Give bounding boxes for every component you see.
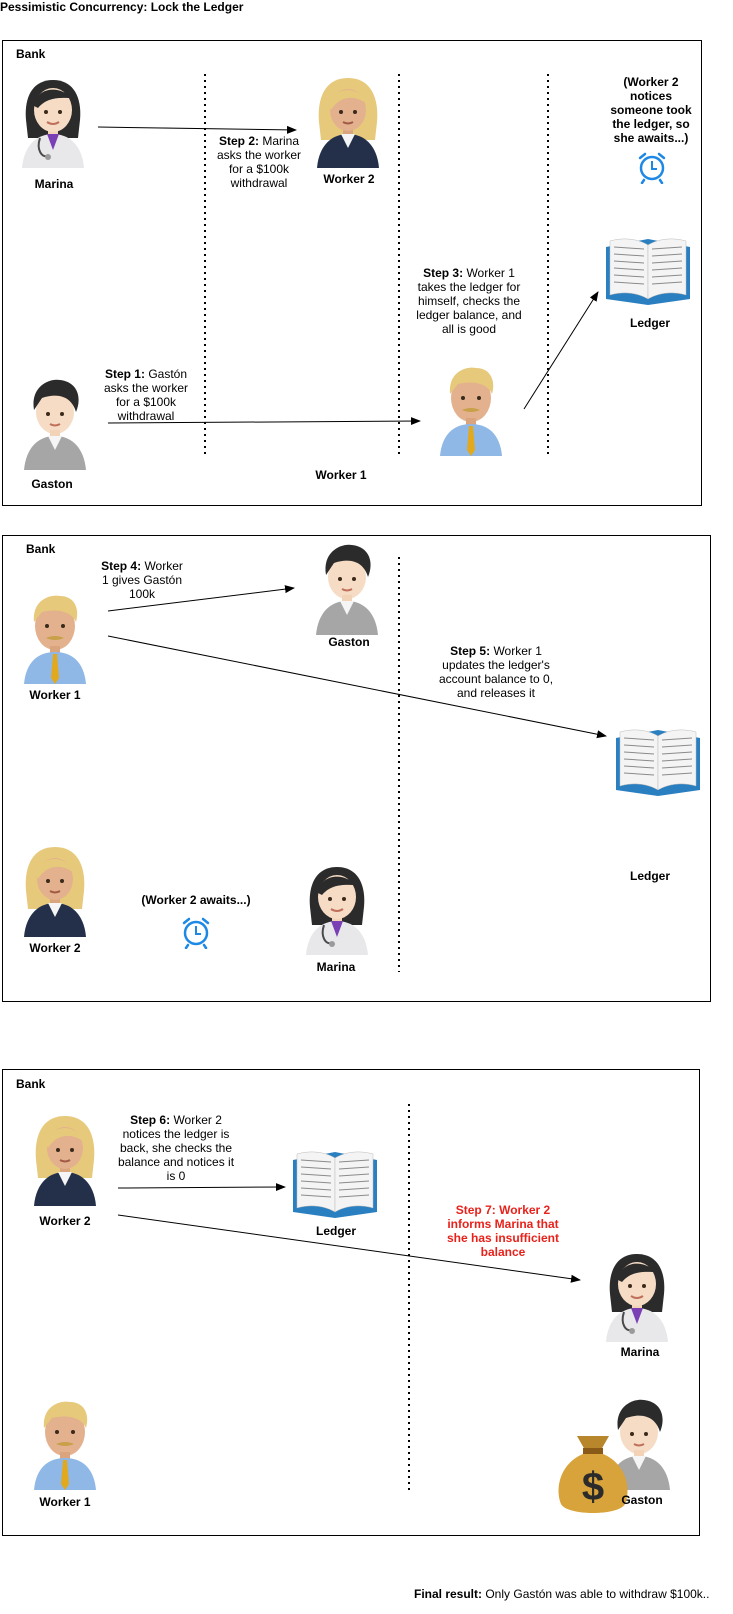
bank-label: Bank	[26, 542, 56, 556]
worker1-figure	[24, 595, 86, 684]
gaston-figure	[23, 378, 87, 470]
gaston-figure	[315, 543, 379, 635]
worker2-label: Worker 2	[29, 941, 81, 955]
step3-text: Step 3: Worker 1 takes the ledger for hi…	[416, 266, 522, 336]
step7-text: Step 7: Worker 2 informs Marina that she…	[446, 1203, 560, 1259]
gaston-label: Gaston	[621, 1493, 663, 1507]
step1-text: Step 1: Gastón asks the worker for a $10…	[103, 367, 189, 423]
marina-figure	[21, 79, 85, 168]
worker2-label: Worker 2	[39, 1214, 91, 1228]
ledger-book-icon	[292, 1151, 378, 1219]
step2-text: Step 2: Marina asks the worker for a $10…	[216, 134, 302, 190]
marina-label: Marina	[34, 177, 74, 191]
worker2-figure	[23, 846, 87, 937]
marina-label: Marina	[620, 1345, 660, 1359]
alarm-clock-icon	[638, 152, 666, 184]
worker1-label: Worker 1	[315, 468, 367, 482]
step6-text: Step 6: Worker 2 notices the ledger is b…	[117, 1113, 235, 1183]
bank-panel-3	[2, 1069, 700, 1536]
ledger-label: Ledger	[629, 316, 670, 330]
ledger-book-icon	[615, 729, 701, 797]
ledger-book-icon	[605, 238, 691, 306]
bank-label: Bank	[16, 47, 46, 61]
bank-panel-2	[2, 535, 711, 1002]
worker2-await-note: (Worker 2 notices someone took the ledge…	[610, 75, 692, 145]
worker2-figure	[316, 77, 380, 168]
alarm-clock-icon	[182, 917, 210, 949]
worker2-await-note: (Worker 2 awaits...)	[141, 893, 251, 907]
worker1-label: Worker 1	[39, 1495, 91, 1509]
marina-figure	[605, 1253, 669, 1342]
marina-figure	[305, 866, 369, 955]
worker1-figure	[34, 1401, 96, 1490]
marina-label: Marina	[316, 960, 356, 974]
worker1-figure	[440, 367, 502, 456]
step5-text: Step 5: Worker 1 updates the ledger's ac…	[438, 644, 554, 700]
page-title: Pessimistic Concurrency: Lock the Ledger	[0, 0, 244, 14]
step4-text: Step 4: Worker 1 gives Gastón 100k	[101, 559, 183, 601]
bank-label: Bank	[16, 1077, 46, 1091]
bank-panel-1	[2, 40, 702, 506]
worker1-label: Worker 1	[29, 688, 81, 702]
ledger-label: Ledger	[629, 869, 670, 883]
worker2-figure	[33, 1115, 97, 1206]
worker2-label: Worker 2	[323, 172, 375, 186]
gaston-label: Gaston	[328, 635, 370, 649]
ledger-label: Ledger	[315, 1224, 356, 1238]
gaston-label: Gaston	[31, 477, 73, 491]
final-result: Final result: Only Gastón was able to wi…	[414, 1587, 710, 1601]
